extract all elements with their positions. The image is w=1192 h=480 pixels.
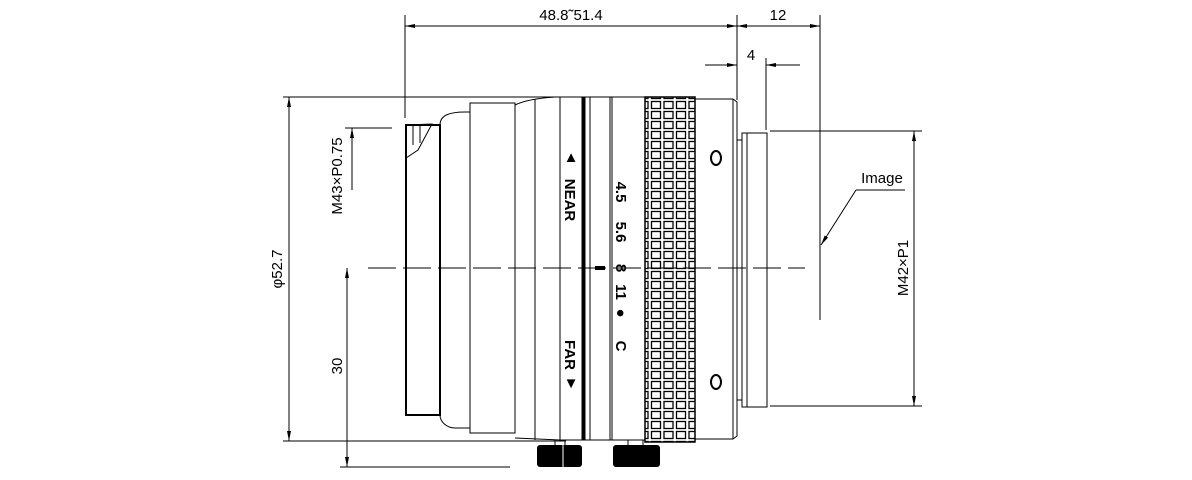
front-thread-label: M43×P0.75 [329,137,346,214]
dim-front-thread: M43×P0.75 [329,127,392,215]
lens-body [405,96,768,443]
image-plane-leader: Image [820,170,905,246]
focus-lock-knob [537,445,582,467]
lens-markings: ▲ NEAR FAR ▼ 4.5 5.6 8 11 ● C [561,149,629,392]
far-arrow-icon: ▼ [564,375,579,392]
f-stop-11: 11 [612,284,629,300]
far-label: FAR [561,340,578,370]
f-stop-5-6: 5.6 [612,222,629,243]
flange-step-label: 4 [747,47,755,64]
f-stop-8: 8 [612,264,629,272]
screw-hole-top [710,150,722,166]
rear-thread-label: M42×P1 [895,240,912,296]
f-stop-close: C [612,341,629,352]
dim-rear-thread: M42×P1 [770,130,922,407]
near-arrow-icon: ▲ [564,149,579,166]
overall-length-label: 48.8˜51.4 [539,7,602,24]
screw-hole-bottom [710,374,722,390]
iris-lock-knob [613,445,660,467]
dim-flange-step: 4 [705,47,800,130]
f-stop-4-5: 4.5 [612,182,629,203]
dim-overall-length: 48.8˜51.4 12 [404,7,821,320]
image-label: Image [861,170,903,187]
f-stop-dot: ● [612,308,629,317]
focus-ring-knurl [644,96,696,443]
mount-length-label: 12 [770,7,787,24]
knob-height-label: 30 [329,358,346,375]
near-label: NEAR [561,179,578,222]
lock-knobs [537,440,660,467]
diameter-label: φ52.7 [269,250,286,289]
dim-knob-height: 30 [329,268,510,468]
